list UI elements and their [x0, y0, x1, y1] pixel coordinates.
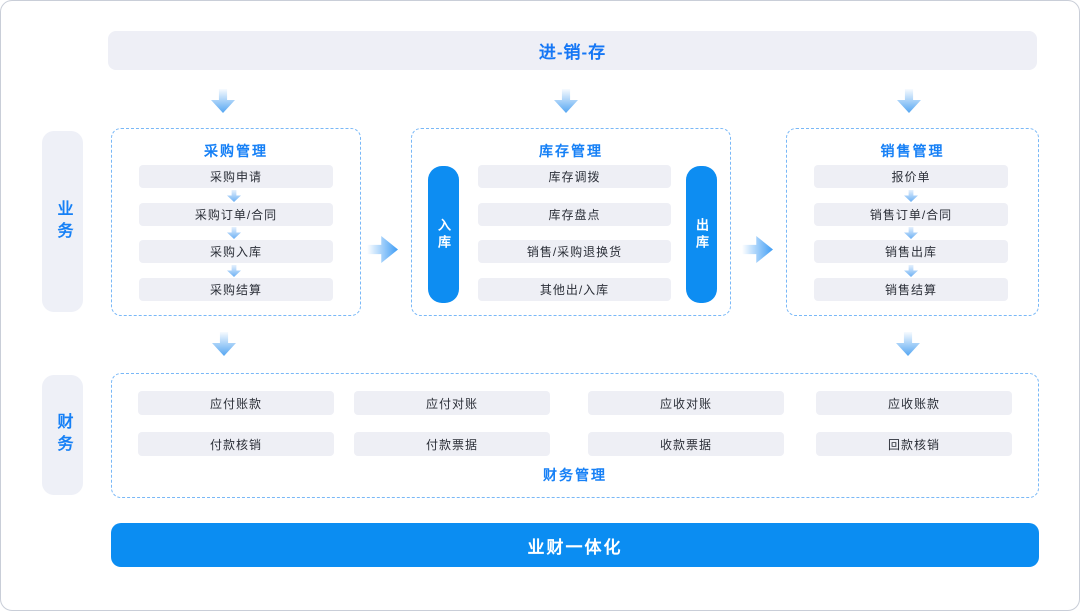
sales-item: 销售出库 [814, 240, 1008, 263]
finance-item: 付款核销 [138, 432, 334, 456]
sidebar-business-pill: 业务 [42, 131, 83, 312]
procurement-item: 采购结算 [139, 278, 333, 301]
bottom-banner-label: 业财一体化 [527, 537, 623, 557]
sales-item: 销售订单/合同 [814, 203, 1008, 226]
arrow-right-icon [367, 236, 398, 263]
inbound-label: 入库 [436, 217, 451, 252]
procurement-title: 采购管理 [204, 143, 268, 159]
inventory-title: 库存管理 [539, 143, 603, 159]
arrow-down-icon [227, 227, 241, 239]
inbound-pill: 入库 [428, 166, 459, 303]
procurement-item: 采购订单/合同 [139, 203, 333, 226]
finance-title: 财务管理 [543, 467, 607, 483]
arrow-down-icon [904, 190, 918, 202]
sales-item: 销售结算 [814, 278, 1008, 301]
arrow-down-icon [211, 89, 235, 113]
inventory-item: 其他出/入库 [478, 278, 671, 301]
inventory-item: 库存调拨 [478, 165, 671, 188]
sales-item: 报价单 [814, 165, 1008, 188]
top-banner-label: 进-销-存 [538, 43, 607, 62]
finance-item: 付款票据 [354, 432, 550, 456]
arrow-down-icon [554, 89, 578, 113]
outbound-label: 出库 [694, 217, 709, 252]
procurement-group-box: 采购管理 采购申请 采购订单/合同 采购入库 采购结算 [111, 128, 361, 316]
arrow-down-icon [212, 332, 236, 356]
sidebar-finance-label: 财务 [54, 413, 72, 457]
procurement-item: 采购申请 [139, 165, 333, 188]
finance-item: 回款核销 [816, 432, 1012, 456]
finance-item: 应付账款 [138, 391, 334, 415]
arrow-down-icon [896, 332, 920, 356]
finance-item: 应收账款 [816, 391, 1012, 415]
arrow-down-icon [897, 89, 921, 113]
arrow-down-icon [904, 227, 918, 239]
sales-group-box: 销售管理 报价单 销售订单/合同 销售出库 销售结算 [786, 128, 1039, 316]
bottom-banner: 业财一体化 [111, 523, 1039, 567]
arrow-down-icon [227, 190, 241, 202]
top-banner: 进-销-存 [108, 31, 1037, 70]
finance-item: 收款票据 [588, 432, 784, 456]
sales-title: 销售管理 [880, 143, 945, 159]
finance-item: 应付对账 [354, 391, 550, 415]
arrow-down-icon [227, 265, 241, 277]
finance-group-box: 应付账款 应付对账 应收对账 应收账款 付款核销 付款票据 收款票据 回款核销 … [111, 373, 1039, 498]
inventory-item: 库存盘点 [478, 203, 671, 226]
finance-item: 应收对账 [588, 391, 784, 415]
inventory-item: 销售/采购退换货 [478, 240, 671, 263]
outbound-pill: 出库 [686, 166, 717, 303]
procurement-item: 采购入库 [139, 240, 333, 263]
arrow-down-icon [904, 265, 918, 277]
arrow-right-icon [742, 236, 773, 263]
sidebar-business-label: 业务 [54, 199, 72, 244]
inventory-group-box: 库存管理 入库 库存调拨 库存盘点 销售/采购退换货 其他出/入库 出库 [411, 128, 731, 316]
sidebar-finance-pill: 财务 [42, 375, 83, 495]
